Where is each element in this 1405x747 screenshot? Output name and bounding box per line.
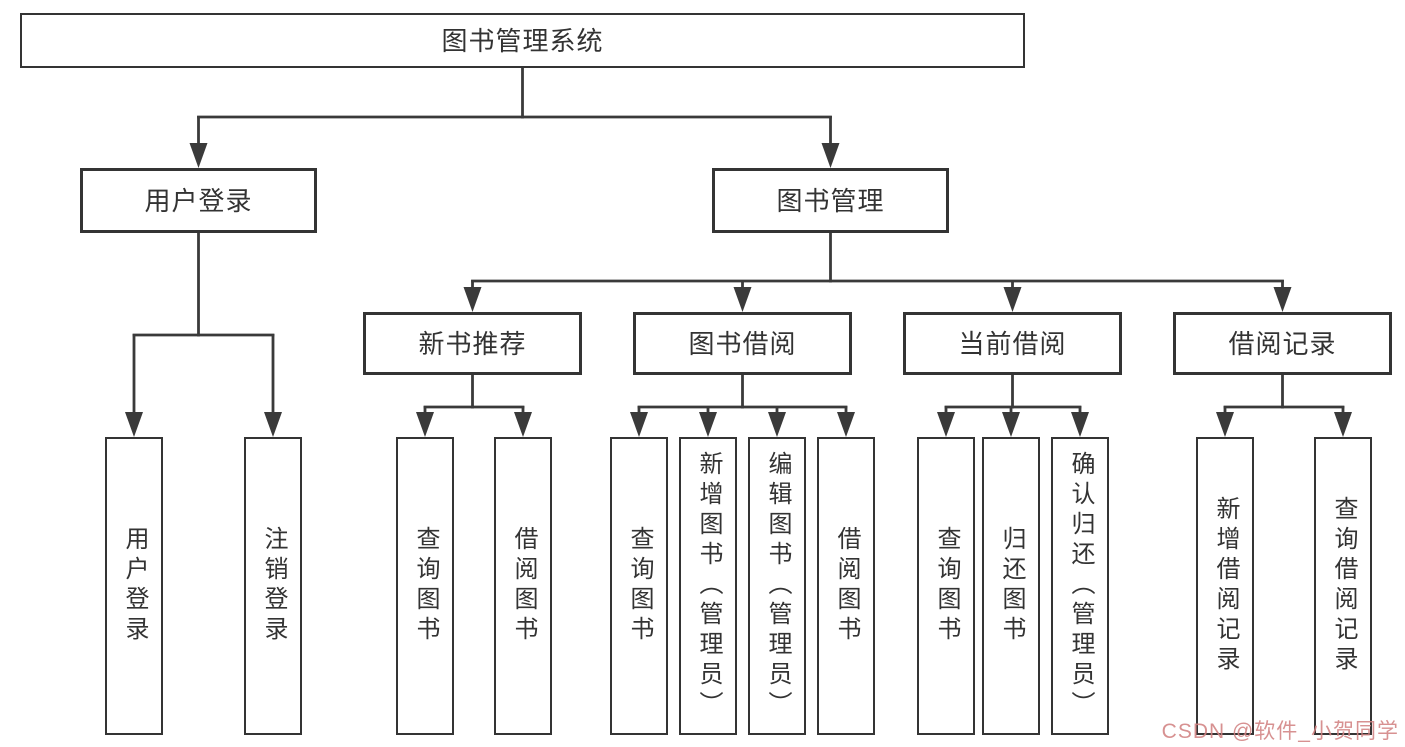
node-label: 新增图书（管理员） [695,451,722,721]
node-system-root: 图书管理系统 [20,13,1025,68]
leaf-query-books-recommend: 查询图书 [396,437,454,735]
node-label: 借阅图书 [510,526,537,646]
node-label: 注销登录 [260,526,287,646]
leaf-add-borrow-record: 新增借阅记录 [1196,437,1254,735]
leaf-borrow-books-borrowing: 借阅图书 [817,437,875,735]
leaf-logout-login: 注销登录 [244,437,302,735]
leaf-confirm-return-admin: 确认归还（管理员） [1051,437,1109,735]
leaf-user-login: 用户登录 [105,437,163,735]
node-label: 借阅图书 [833,526,860,646]
node-label: 查询图书 [412,526,439,646]
node-borrow-records: 借阅记录 [1173,312,1392,375]
leaf-query-books-current: 查询图书 [917,437,975,735]
node-label: 新书推荐 [418,328,527,359]
node-label: 编辑图书（管理员） [764,451,791,721]
node-label: 图书借阅 [688,328,797,359]
node-label: 查询图书 [933,526,960,646]
node-user-login: 用户登录 [80,168,317,233]
node-new-book-recommend: 新书推荐 [363,312,582,375]
node-current-borrowing: 当前借阅 [903,312,1122,375]
node-label: 新增借阅记录 [1212,496,1239,676]
node-label: 用户登录 [144,185,253,216]
node-label: 借阅记录 [1228,328,1337,359]
csdn-watermark: CSDN @软件_小贺同学 [1161,720,1399,743]
node-label: 图书管理 [776,185,885,216]
leaf-edit-book-admin: 编辑图书（管理员） [748,437,806,735]
leaf-query-books-borrowing: 查询图书 [610,437,668,735]
node-label: 查询图书 [626,526,653,646]
node-book-management: 图书管理 [712,168,949,233]
node-label: 归还图书 [998,526,1025,646]
leaf-add-book-admin: 新增图书（管理员） [679,437,737,735]
leaf-borrow-books-recommend: 借阅图书 [494,437,552,735]
node-label: 查询借阅记录 [1330,496,1357,676]
node-label: 当前借阅 [958,328,1067,359]
node-label: 确认归还（管理员） [1067,451,1094,721]
node-label: 图书管理系统 [441,25,604,56]
leaf-return-books: 归还图书 [982,437,1040,735]
node-book-borrowing: 图书借阅 [633,312,852,375]
leaf-query-borrow-record: 查询借阅记录 [1314,437,1372,735]
node-label: 用户登录 [121,526,148,646]
